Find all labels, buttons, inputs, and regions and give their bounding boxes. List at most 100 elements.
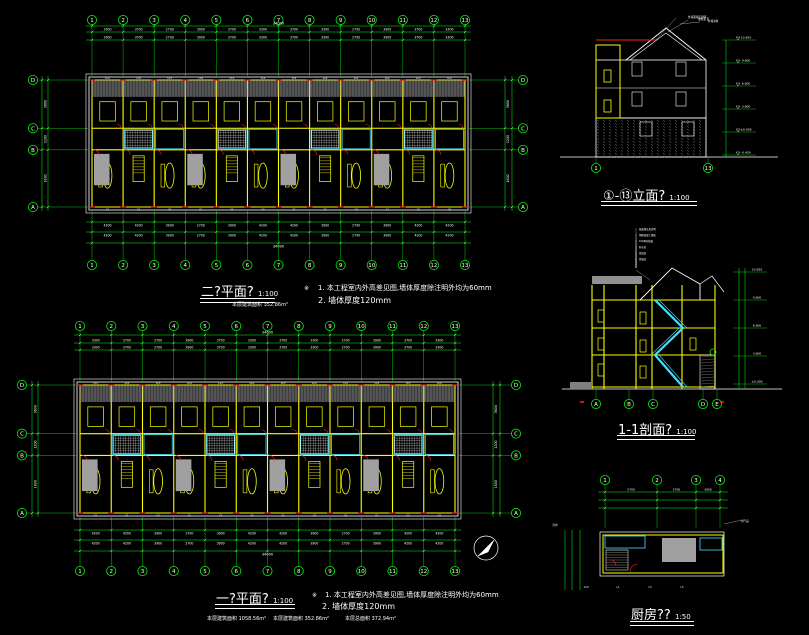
elevation-stone-hatch: [698, 125, 702, 128]
lower-plan-dim-bottom-label: 3900: [373, 532, 381, 536]
upper-plan-note-2: 2. 墙体厚度120mm: [318, 296, 392, 305]
upper-plan-door-arc: [342, 149, 348, 155]
elevation-stone-hatch: [596, 128, 600, 131]
lower-plan-dim-tick: [203, 341, 207, 345]
upper-plan-dim-top-label-2: 3700: [228, 28, 236, 32]
elevation-stone-hatch: [608, 140, 612, 143]
lower-plan-dim-tick: [30, 511, 34, 515]
lower-plan-axis-bottom-2-circle: [106, 566, 117, 577]
upper-plan-title-text: 二?平面?: [201, 285, 254, 300]
elevation-upper-wall: [595, 59, 707, 119]
elevation-stone-hatch: [674, 128, 678, 131]
elevation-stone-hatch: [596, 149, 600, 152]
lower-plan-dim-tick: [422, 549, 426, 553]
lower-plan-dim-tick: [172, 333, 176, 337]
lower-plan-door-arc: [81, 455, 88, 461]
lower-plan-dim-right-label: 1800: [494, 480, 498, 488]
lower-plan-dim-tick: [109, 348, 113, 352]
upper-plan-dim-tick: [463, 38, 467, 42]
section-base-hatch: [700, 367, 715, 370]
upper-plan-axis-bottom-5-circle: [211, 259, 222, 270]
lower-plan-axis-bottom-6-circle: [231, 566, 242, 577]
upper-plan-axis-left-A-label: A: [31, 205, 35, 211]
lower-plan-dim-top-label-2: 3700: [404, 339, 412, 343]
upper-plan-axis-bottom-7-label: 7: [277, 263, 281, 269]
upper-plan-dim-top-label-2: 3700: [414, 28, 422, 32]
lower-plan-dim-bottom-label-2: 2700: [342, 542, 350, 546]
elevation-stone-hatch: [644, 125, 648, 128]
section-base-hatch: [700, 373, 715, 376]
upper-plan-dim-tick: [121, 30, 125, 34]
upper-plan-dim-top-label-2: 3300: [259, 28, 267, 32]
upper-plan-furniture-top: [192, 101, 209, 122]
elevation-window: [603, 99, 612, 113]
lower-plan-axis-bottom-11-circle: [387, 566, 398, 577]
detail-label: L1: [616, 585, 619, 589]
section-window: [639, 365, 647, 379]
upper-plan-wall-outer: [88, 76, 469, 211]
lower-plan-dim-tick: [453, 333, 457, 337]
detail-axis-4-label: 4: [718, 478, 722, 484]
lower-plan-dim-tick: [109, 333, 113, 337]
upper-plan-axis-bottom-1-label: 1: [90, 263, 94, 269]
elevation-stone-hatch: [644, 137, 648, 140]
upper-plan-dim-tick: [463, 30, 467, 34]
lower-plan-chair: [430, 469, 435, 494]
elevation-stone-hatch: [620, 134, 624, 137]
lower-plan-dim-tick: [203, 549, 207, 553]
upper-plan-dim-tick: [339, 220, 343, 224]
upper-plan-dim-tick: [503, 78, 507, 82]
lower-plan-dim-bottom-label-2: 4200: [92, 542, 100, 546]
elevation-stone-hatch: [650, 143, 654, 146]
section-note: 钢筋混凝土楼板: [639, 233, 656, 237]
elevation-stone-hatch: [614, 140, 618, 143]
elevation-stone-hatch: [626, 155, 630, 158]
elevation-stone-hatch: [638, 155, 642, 158]
elevation-window-w: [639, 121, 653, 137]
lower-plan-title-text: 一?平面?: [216, 592, 269, 607]
elevation-stone-hatch: [626, 119, 630, 122]
lower-plan-dim-top-label: 3300: [248, 346, 256, 350]
upper-plan-dim-tick: [308, 30, 311, 34]
upper-plan-axis-bottom-10-circle: [366, 259, 377, 270]
lower-plan-dim-top-label: 3300: [435, 346, 443, 350]
upper-plan-door-arc: [93, 149, 100, 155]
upper-plan-balcony: [217, 128, 247, 150]
upper-plan-axis-bottom-13-label: 13: [462, 263, 469, 269]
lower-plan-furniture-top: [212, 406, 229, 427]
lower-plan-axis-top-2-label: 2: [110, 324, 114, 330]
upper-plan-axis-top-7-circle: [273, 14, 284, 25]
lower-plan-dim-top-label: 3300: [310, 346, 318, 350]
upper-plan-dim-right-label: 3600: [506, 100, 510, 108]
lower-plan-axis-right-B-label: B: [514, 453, 518, 459]
elevation-stone-hatch: [680, 152, 684, 155]
upper-plan-axis-left-B-circle: [27, 144, 38, 155]
upper-plan-window-tag: LC2: [136, 77, 141, 80]
lower-plan-axis-bottom-10-circle: [356, 566, 367, 577]
lower-plan-dim-right-label: 3600: [494, 405, 498, 413]
upper-plan-axis-top-12-label: 12: [430, 18, 437, 24]
upper-plan-balcony: [248, 128, 278, 150]
elevation-stone-hatch: [686, 122, 690, 125]
elevation-stone-hatch: [662, 131, 666, 134]
elevation-note: 外墙涂料: [708, 19, 719, 23]
elevation-stone-hatch: [602, 152, 606, 155]
elevation-stone-hatch: [656, 140, 660, 143]
lower-plan-dim-tick: [328, 348, 332, 352]
lower-plan-dim-tick: [491, 432, 495, 436]
upper-plan-dim-left-label: 1200: [44, 135, 48, 143]
upper-plan-dim-tick: [510, 126, 514, 130]
section-window: [597, 309, 605, 323]
upper-plan-window-tag: LC4: [199, 77, 204, 80]
lower-plan-dim-bottom-label-2: 3900: [373, 542, 381, 546]
upper-plan-door-arc: [125, 149, 131, 155]
detail-axis-2-circle: [652, 474, 663, 485]
detail-dim-label: 2700: [627, 488, 635, 492]
lower-plan-window-tag: C3: [250, 515, 254, 518]
upper-plan-dim-tick: [246, 241, 249, 245]
detail-counter-r: [699, 537, 723, 551]
detail-dim-tick: [655, 506, 659, 510]
detail-outline: [599, 531, 725, 577]
upper-plan-axis-right-B-label: B: [521, 148, 525, 154]
